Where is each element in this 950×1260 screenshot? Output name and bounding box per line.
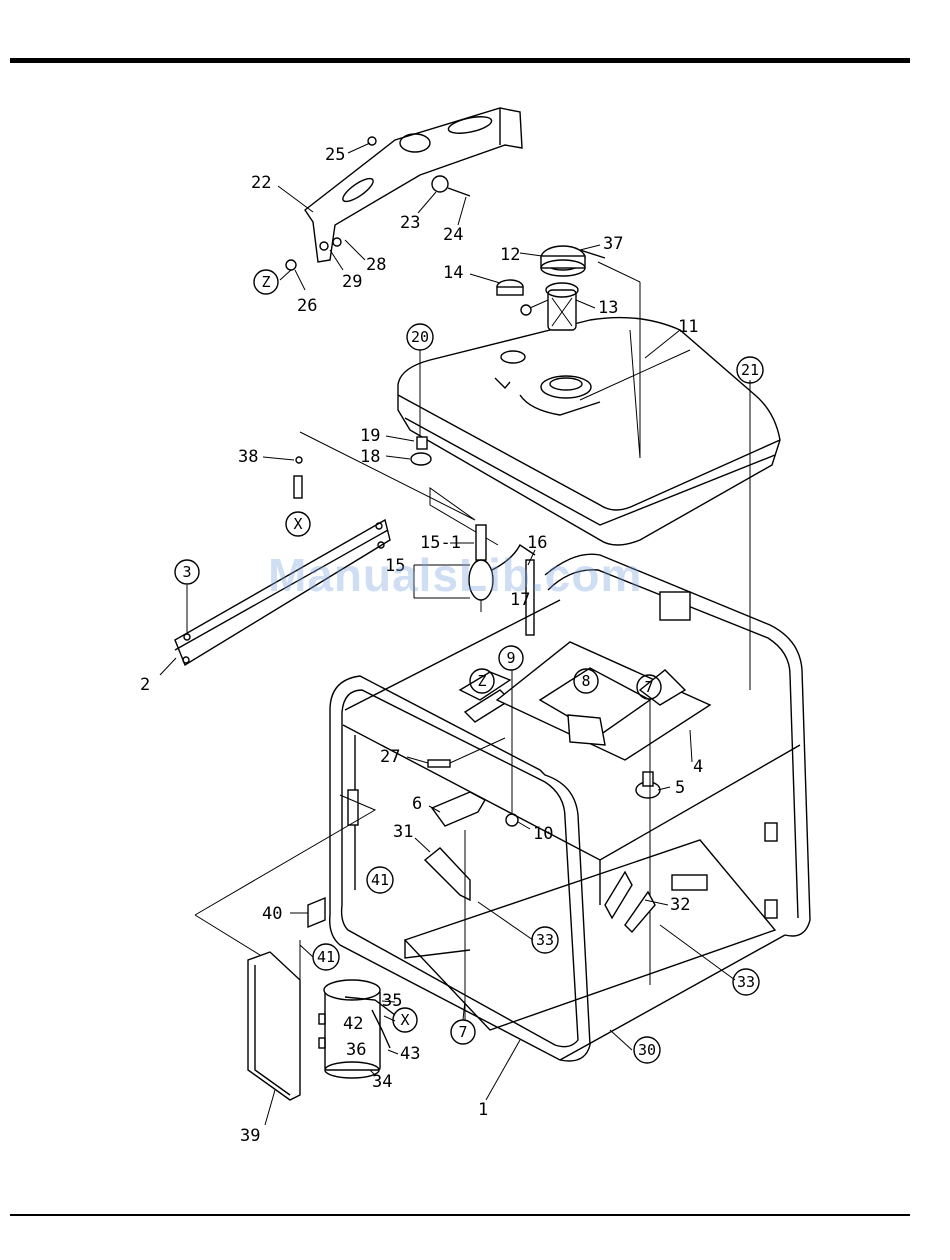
- label-26: 26: [297, 296, 317, 316]
- callout-x-lower-text: X: [400, 1011, 409, 1029]
- callout-3: 3: [175, 560, 199, 584]
- callout-x-upper-text: X: [293, 515, 302, 533]
- label-43: 43: [400, 1044, 420, 1064]
- callout-8-text: 8: [581, 672, 590, 690]
- label-28: 28: [366, 255, 386, 275]
- label-36: 36: [346, 1040, 366, 1060]
- callout-41-lower: 41: [313, 944, 339, 970]
- label-18: 18: [360, 447, 380, 467]
- fuel-tank-drawing: [398, 318, 780, 545]
- callout-x-upper: X: [286, 512, 310, 536]
- callout-z-lower-text: Z: [477, 672, 486, 690]
- callout-33-left-text: 33: [536, 931, 554, 949]
- callout-z-upper-text: Z: [261, 273, 270, 291]
- callout-20-text: 20: [411, 328, 429, 346]
- callout-9-text: 9: [506, 649, 515, 667]
- label-27: 27: [380, 747, 400, 767]
- label-24: 24: [443, 225, 463, 245]
- callout-7-lower-text: 7: [458, 1023, 467, 1041]
- label-2: 2: [140, 675, 150, 695]
- label-4: 4: [693, 757, 703, 777]
- label-42: 42: [343, 1014, 363, 1034]
- label-19: 19: [360, 426, 380, 446]
- label-10: 10: [533, 824, 553, 844]
- label-37: 37: [603, 234, 623, 254]
- label-31: 31: [393, 822, 413, 842]
- label-leaders: [160, 143, 735, 1125]
- callout-33-left: 33: [532, 927, 558, 953]
- callout-41-upper-text: 41: [371, 871, 389, 889]
- label-38: 38: [238, 447, 258, 467]
- watermark: ManualsLib.com: [268, 548, 642, 602]
- callout-33-right: 33: [733, 969, 759, 995]
- callout-7-lower: 7: [451, 1020, 475, 1044]
- label-1: 1: [478, 1100, 488, 1120]
- label-22: 22: [251, 173, 271, 193]
- callout-z-upper: Z: [254, 270, 278, 294]
- callout-21: 21: [737, 357, 763, 383]
- label-29: 29: [342, 272, 362, 292]
- label-35: 35: [382, 991, 402, 1011]
- callout-30: 30: [634, 1037, 660, 1063]
- label-34: 34: [372, 1072, 392, 1092]
- callout-30-text: 30: [638, 1041, 656, 1059]
- label-39: 39: [240, 1126, 260, 1146]
- label-6: 6: [412, 794, 422, 814]
- label-23: 23: [400, 213, 420, 233]
- callout-41-lower-text: 41: [317, 948, 335, 966]
- label-5: 5: [675, 778, 685, 798]
- label-40: 40: [262, 904, 282, 924]
- label-25: 25: [325, 145, 345, 165]
- label-32: 32: [670, 895, 690, 915]
- plate-4-drawing: [460, 642, 710, 760]
- callout-3-text: 3: [182, 563, 191, 581]
- callout-7-upper-text: 7: [644, 678, 653, 696]
- callout-20: 20: [407, 324, 433, 350]
- pin-38: [294, 457, 302, 498]
- callout-41-upper: 41: [367, 867, 393, 893]
- label-14: 14: [443, 263, 463, 283]
- label-11: 11: [678, 317, 698, 337]
- callout-x-lower: X: [393, 1008, 417, 1032]
- label-12: 12: [500, 245, 520, 265]
- callout-33-right-text: 33: [737, 973, 755, 991]
- callout-9: 9: [499, 646, 523, 670]
- bracket-22-drawing: [286, 108, 522, 270]
- callout-21-text: 21: [741, 361, 759, 379]
- label-13: 13: [598, 298, 618, 318]
